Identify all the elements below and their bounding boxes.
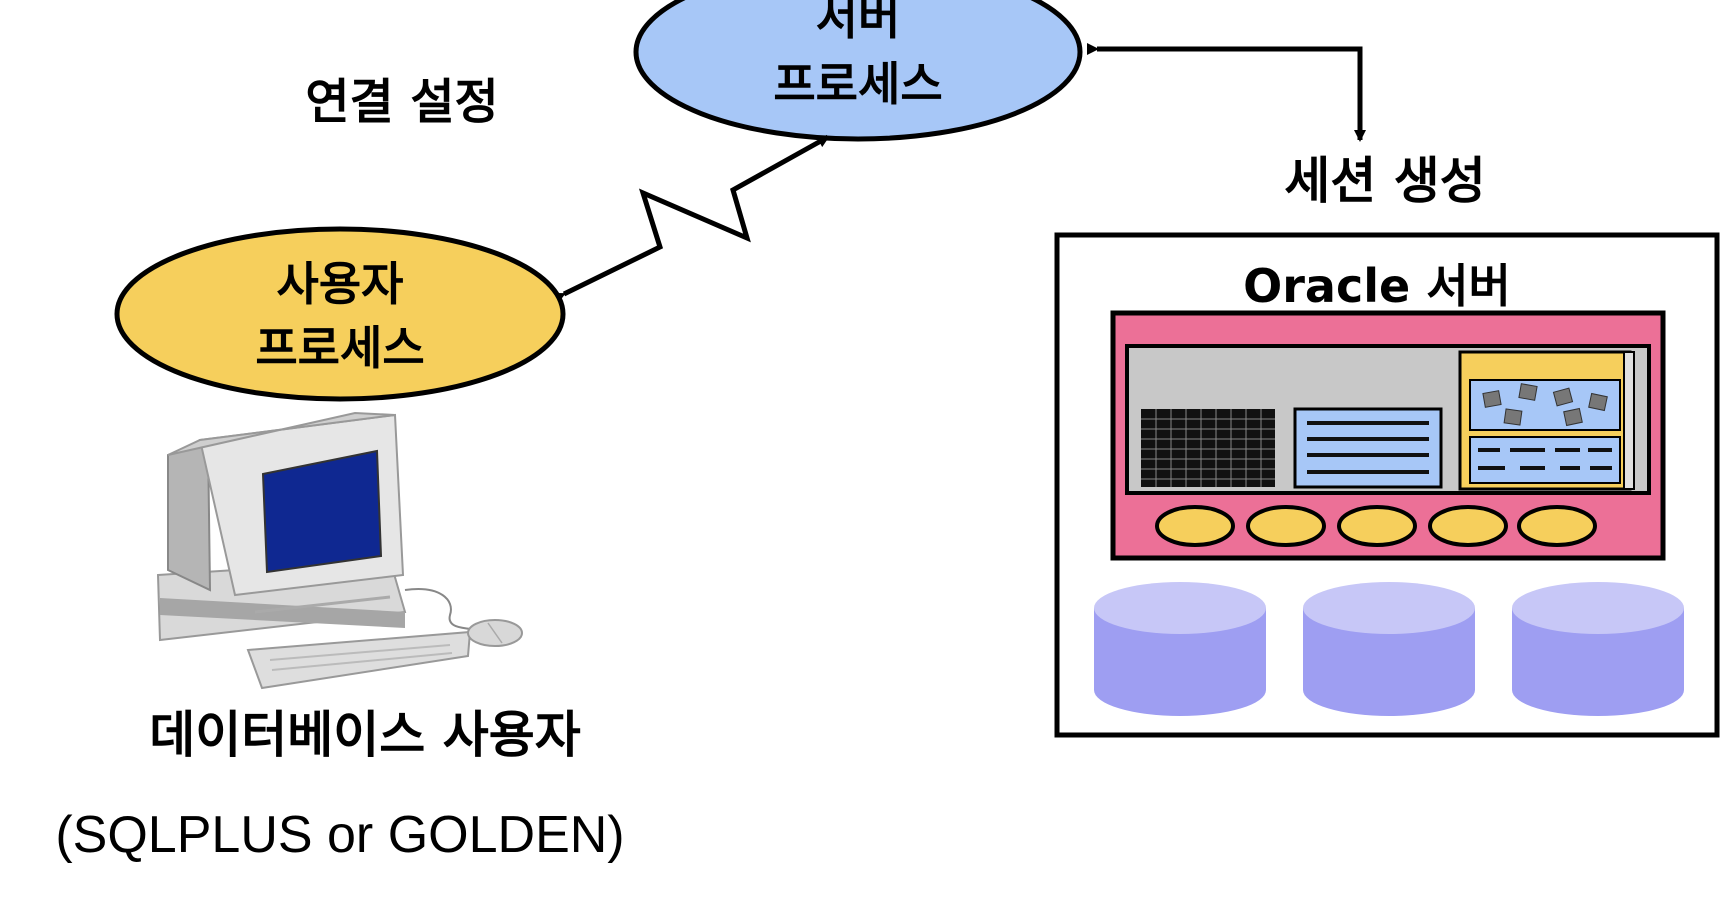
db-user-label: 데이터베이스 사용자 <box>149 706 580 764</box>
computer-icon <box>156 411 523 690</box>
instance-box <box>1110 310 1666 561</box>
disk-icon <box>1303 582 1475 716</box>
buffer-cache-icon <box>1141 409 1275 487</box>
db-user-tools: (SQLPLUS or GOLDEN) <box>55 806 624 864</box>
redo-log-buffer-icon <box>1293 407 1443 489</box>
user-process-node: 사용자 프로세스 <box>114 226 566 402</box>
background-process <box>1337 505 1417 547</box>
oracle-server-title: Oracle 서버 <box>1243 259 1511 313</box>
background-process <box>1155 505 1235 547</box>
user-process-line1: 사용자 <box>277 257 404 311</box>
connection-arrow <box>552 134 830 304</box>
background-process <box>1428 505 1508 547</box>
server-process-line2: 프로세스 <box>773 57 942 111</box>
shared-pool-icon <box>1458 350 1635 491</box>
session-arrow <box>1087 43 1366 142</box>
connection-label: 연결 설정 <box>305 74 498 130</box>
disk-icon <box>1094 582 1266 716</box>
user-process-line2: 프로세스 <box>255 321 424 375</box>
background-process <box>1517 505 1597 547</box>
background-process-icons <box>1155 505 1597 547</box>
session-label: 세션 생성 <box>1284 152 1485 210</box>
disk-icon <box>1512 582 1684 716</box>
background-process <box>1246 505 1326 547</box>
server-process-node: 서버 프로세스 <box>633 0 1083 142</box>
server-process-line1: 서버 <box>816 0 901 45</box>
oracle-server-box: Oracle 서버 <box>1054 232 1720 738</box>
